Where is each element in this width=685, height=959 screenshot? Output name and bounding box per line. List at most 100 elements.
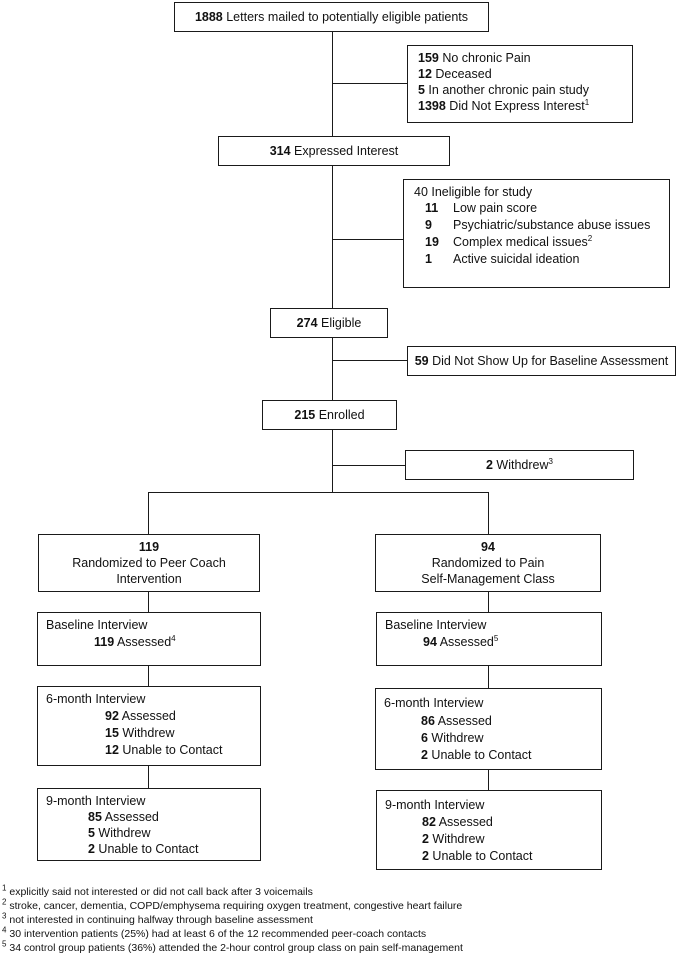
left-line-1 [148,592,150,612]
letters-count: 1888 [194,10,223,24]
arm-count: 94 [481,540,495,554]
row-count: 2 [422,849,429,863]
arm-label: Randomized to Pain [431,556,545,570]
row-label: Withdrew [94,826,151,840]
row-label: Withdrew [428,832,485,846]
excluded-box: 159 No chronic Pain 12 Deceased 5 In ano… [407,45,633,123]
split-line [148,492,489,494]
arm-label: Self-Management Class [421,572,555,586]
row-count: 12 [105,743,119,757]
row-count: 5 [88,826,95,840]
excluded-count: 159 [418,51,439,65]
left-line-2 [148,666,150,686]
interest-count: 314 [269,144,291,158]
row-count: 86 [421,714,435,728]
right-line-2 [488,666,490,688]
excluded-label: Deceased [431,67,492,81]
withdrew-box: 2 Withdrew3 [405,450,634,480]
interview-title: 9-month Interview [46,794,146,808]
branch-line-excluded [332,83,407,85]
main-trunk-line [332,32,334,493]
right-6month-box: 6-month Interview 86 Assessed 6 Withdrew… [375,688,602,770]
ineligible-count: 9 [425,218,432,232]
ineligible-label: Complex medical issues [453,235,588,249]
assessed-count: 94 [423,635,437,649]
excluded-count: 5 [418,83,425,97]
footnote-number: 2 [2,897,7,907]
eligible-count: 274 [296,316,318,330]
row-label: Assessed [118,709,176,723]
footnote: 5 34 control group patients (36%) attend… [2,939,463,955]
ineligible-count: 11 [425,201,439,215]
arm-count: 119 [138,540,160,554]
interest-label: Expressed Interest [290,144,399,158]
excluded-count: 12 [418,67,432,81]
row-label: Unable to Contact [427,748,532,762]
interview-title: Baseline Interview [46,618,148,632]
assessed-label: Assessed [114,635,172,649]
footnote: 4 30 intervention patients (25%) had at … [2,925,427,941]
expressed-interest-box: 314 Expressed Interest [218,136,450,166]
enrolled-box: 215 Enrolled [262,400,397,430]
enrolled-count: 215 [294,408,316,422]
row-count: 2 [422,832,429,846]
row-label: Unable to Contact [94,842,199,856]
peer-coach-arm-box: 119 Randomized to Peer Coach Interventio… [38,534,260,592]
left-line-3 [148,766,150,788]
right-baseline-box: Baseline Interview 94 Assessed5 [376,612,602,666]
footnote: 3 not interested in continuing halfway t… [2,912,313,927]
branch-line-noshow [332,360,407,362]
footnote-marker: 2 [587,233,593,243]
no-show-box: 59 Did Not Show Up for Baseline Assessme… [407,346,676,376]
footnote-number: 4 [2,925,7,935]
row-count: 2 [421,748,428,762]
row-label: Withdrew [118,726,175,740]
noshow-label: Did Not Show Up for Baseline Assessment [428,354,669,368]
right-9month-box: 9-month Interview 82 Assessed 2 Withdrew… [376,790,602,870]
interview-title: 6-month Interview [46,692,146,706]
row-count: 85 [88,810,102,824]
interview-title: 6-month Interview [384,696,484,710]
row-count: 2 [88,842,95,856]
assessed-count: 119 [94,635,115,649]
footnote-marker: 1 [584,97,590,107]
eligible-label: Eligible [317,316,362,330]
row-count: 92 [105,709,119,723]
letters-mailed-box: 1888 Letters mailed to potentially eligi… [174,2,489,32]
arm-label: Randomized to Peer Coach [72,556,226,570]
footnote-marker: 4 [171,633,176,643]
footnote-number: 5 [2,939,7,949]
footnote-text: 30 intervention patients (25%) had at le… [6,928,427,940]
ineligible-count: 1 [425,252,432,266]
row-label: Assessed [435,815,493,829]
branch-line-withdrew [332,465,405,467]
row-label: Unable to Contact [428,849,533,863]
row-label: Unable to Contact [118,743,223,757]
interview-title: 9-month Interview [385,798,485,812]
excluded-label: No chronic Pain [438,51,531,65]
footnote-marker: 3 [548,456,553,466]
letters-label: Letters mailed to potentially eligible p… [222,10,469,24]
footnote-text: 34 control group patients (36%) attended… [6,942,463,954]
footnote-marker: 5 [493,633,499,643]
noshow-count: 59 [414,354,429,368]
withdrew-label: Withdrew [492,458,549,472]
ineligible-label: Psychiatric/substance abuse issues [453,218,651,232]
excluded-label: Did Not Express Interest [445,99,585,113]
row-count: 15 [105,726,119,740]
row-count: 6 [421,731,428,745]
eligible-box: 274 Eligible [270,308,388,338]
left-6month-box: 6-month Interview 92 Assessed 15 Withdre… [37,686,261,766]
right-arm-line [488,492,490,534]
footnote-text: not interested in continuing halfway thr… [6,914,313,926]
left-9month-box: 9-month Interview 85 Assessed 5 Withdrew… [37,788,261,861]
footnote: 1 explicitly said not interested or did … [2,884,313,899]
branch-line-ineligible [332,239,403,241]
assessed-label: Assessed [436,635,494,649]
footnote-text: explicitly said not interested or did no… [6,886,313,898]
left-baseline-box: Baseline Interview 119 Assessed4 [37,612,261,666]
footnote-text: stroke, cancer, dementia, COPD/emphysema… [6,900,463,912]
excluded-label: In another chronic pain study [424,83,589,97]
excluded-count: 1398 [418,99,446,113]
